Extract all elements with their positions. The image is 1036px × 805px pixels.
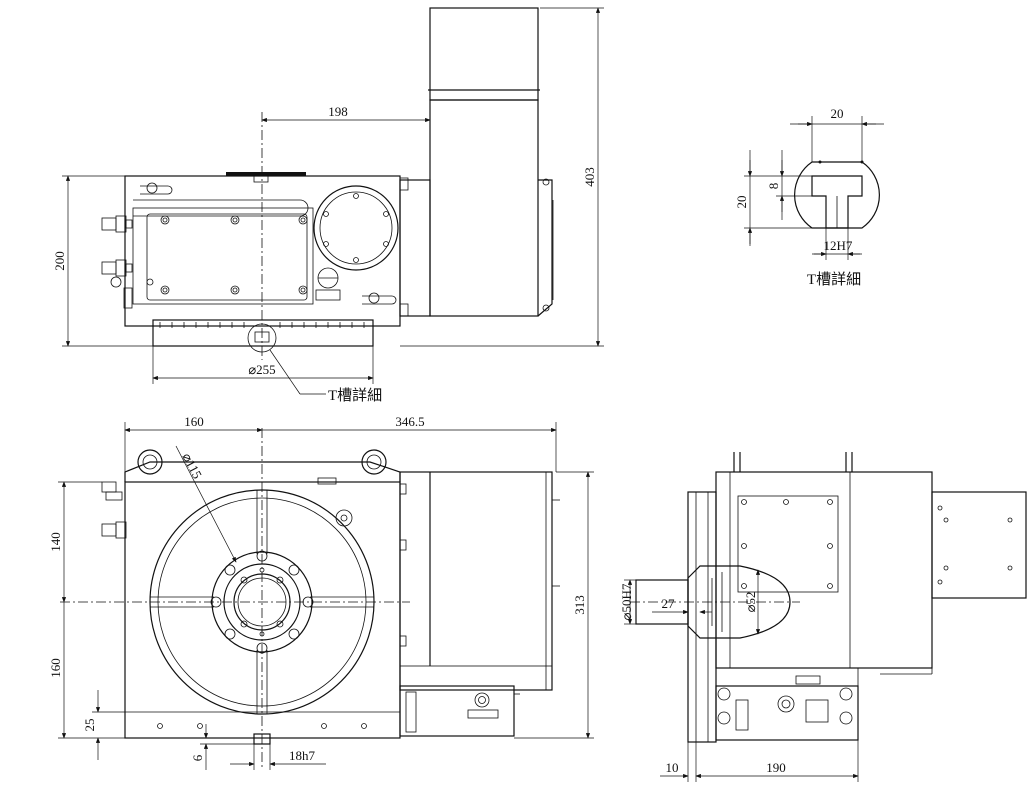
panel-screws	[146, 215, 308, 295]
dim-160-top: 160	[184, 414, 204, 429]
detail-dim-20-side: 20	[734, 196, 749, 209]
motor-cap	[429, 7, 539, 101]
table-plate	[152, 319, 374, 347]
detail-dim-8: 8	[766, 183, 781, 190]
table-body	[124, 175, 401, 327]
dim-18h7: 18h7	[289, 748, 316, 763]
front-view: 160 346.5 ⌀115 140 160 25 313 6 1	[48, 414, 594, 770]
detail-title: T槽詳細	[807, 271, 861, 288]
dim-255: ⌀255	[248, 362, 275, 377]
dim-6: 6	[190, 754, 205, 761]
side-lower-box	[715, 685, 859, 741]
dim-160-side: 160	[48, 658, 63, 678]
dim-198: 198	[328, 104, 348, 119]
dim-115: ⌀115	[179, 450, 205, 481]
side-motor	[931, 491, 1027, 599]
motor-body	[429, 99, 539, 317]
side-view: ⌀50H7 27 ⌀52 10 190	[619, 452, 1027, 782]
dim-190: 190	[766, 760, 786, 775]
front-body	[124, 481, 401, 739]
t-slot-callout: T槽詳細	[328, 387, 382, 404]
dim-27: 27	[662, 596, 676, 611]
spindle-section	[687, 565, 791, 639]
dim-140: 140	[48, 532, 63, 552]
dim-52: ⌀52	[743, 592, 758, 613]
t-slots	[150, 490, 374, 714]
motor-side	[399, 471, 553, 691]
round-cover	[313, 185, 399, 271]
dim-10: 10	[666, 760, 679, 775]
detail-dim-12h7: 12H7	[824, 238, 853, 253]
top-view: 198 403 200 ⌀255 T槽詳細	[52, 7, 604, 404]
scale-ticks	[159, 322, 365, 328]
side-body	[715, 471, 933, 669]
dim-50h7: ⌀50H7	[619, 583, 634, 620]
detail-dim-20-top: 20	[831, 106, 844, 121]
dim-25: 25	[82, 719, 97, 732]
dim-313: 313	[572, 595, 587, 615]
t-slot-detail: 20 20 8 12H7 T槽詳細	[734, 106, 884, 288]
dim-346-5: 346.5	[395, 414, 424, 429]
fittings-left	[101, 215, 133, 309]
detail-outline	[794, 161, 880, 229]
dim-403: 403	[582, 167, 597, 187]
lower-box	[399, 685, 515, 737]
dim-200: 200	[52, 251, 67, 271]
